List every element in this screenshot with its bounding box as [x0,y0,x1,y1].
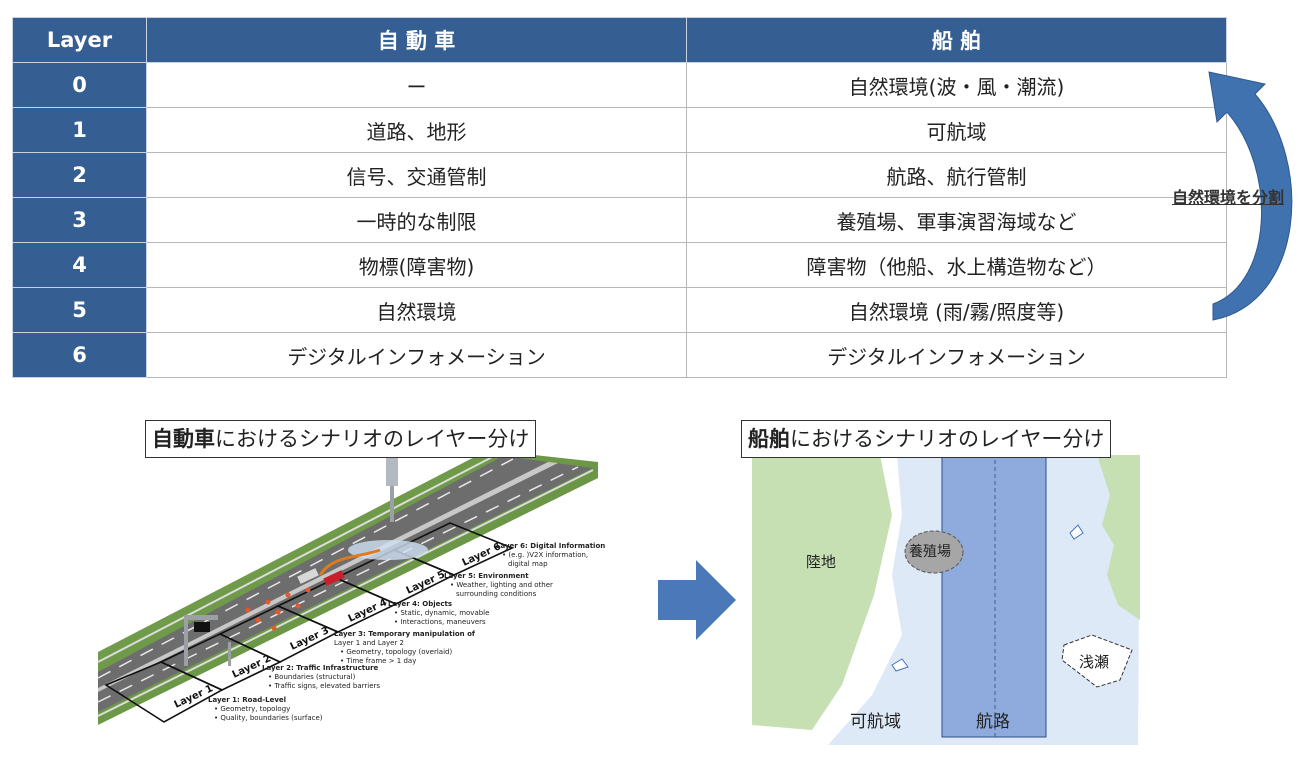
car-cell: 信号、交通管制 [146,152,687,198]
road-note-item: • (e.g. )V2X information, [502,551,588,559]
car-cell: 自然環境 [146,287,687,333]
car-cell: 物標(障害物) [146,242,687,288]
layer-table: Layer 自 動 車 船 舶 0 ー 自然環境(波・風・潮流) 1 道路、地形… [12,17,1227,378]
layer-number: 4 [12,242,147,288]
ship-caption: 船舶におけるシナリオのレイヤー分け [741,420,1112,458]
ship-cell: 自然環境 (雨/霧/照度等) [686,287,1227,333]
road-note-item: • Boundaries (structural) [268,673,356,681]
car-cell: 道路、地形 [146,107,687,153]
road-note-item: • Interactions, maneuvers [394,618,486,626]
road-note-item: • Static, dynamic, movable [394,609,489,617]
road-note-title: Layer 2: Traffic Infrastructure [262,664,379,672]
ship-cell: 航路、航行管制 [686,152,1227,198]
shoal-label: 浅瀬 [1079,653,1109,671]
table-row: 3 一時的な制限 養殖場、軍事演習海域など [12,197,1227,243]
table-row: 2 信号、交通管制 航路、航行管制 [12,152,1227,198]
car-cell: デジタルインフォメーション [146,332,687,378]
road-note-item: • Time frame > 1 day [340,657,416,665]
table-row: 5 自然環境 自然環境 (雨/霧/照度等) [12,287,1227,333]
road-illustration: Layer 1 Layer 2 Layer 3 Layer 4 Layer 5 … [97,450,605,725]
layer-number: 0 [12,62,147,108]
navigable-label: 可航域 [850,712,901,732]
road-note-title: Layer 3: Temporary manipulation of [334,630,476,638]
road-note-item: digital map [508,560,548,568]
car-caption: 自動車におけるシナリオのレイヤー分け [145,420,537,458]
road-note-title: Layer 5: Environment [444,572,529,580]
ship-map: 陸地 養殖場 可航域 航路 浅瀬 [752,454,1140,745]
ship-cell: 養殖場、軍事演習海域など [686,197,1227,243]
ship-cell: 障害物（他船、水上構造物など） [686,242,1227,288]
curved-arrow-icon [1208,71,1293,321]
ship-cell: 可航域 [686,107,1227,153]
header-car: 自 動 車 [146,17,687,63]
road-note-title: Layer 6: Digital Information [496,542,605,550]
land-label: 陸地 [806,553,836,571]
table-header-row: Layer 自 動 車 船 舶 [12,17,1227,63]
layer-number: 3 [12,197,147,243]
road-note-title: Layer 4: Objects [388,600,452,608]
table-row: 1 道路、地形 可航域 [12,107,1227,153]
header-ship: 船 舶 [686,17,1227,63]
ship-cell: デジタルインフォメーション [686,332,1227,378]
layer-number: 5 [12,287,147,333]
road-note-item: • Geometry, topology (overlaid) [340,648,452,656]
road-note-item: • Geometry, topology [214,705,290,713]
layer-number: 2 [12,152,147,198]
road-note-item: • Quality, boundaries (surface) [214,714,323,722]
car-caption-bold: 自動車 [152,427,215,451]
table-row: 0 ー 自然環境(波・風・潮流) [12,62,1227,108]
layer-number: 1 [12,107,147,153]
car-cell: 一時的な制限 [146,197,687,243]
header-layer: Layer [12,17,147,63]
layer-number: 6 [12,332,147,378]
ship-caption-bold: 船舶 [748,427,790,451]
road-note-title: Layer 1: Road-Level [208,696,286,704]
car-caption-rest: におけるシナリオのレイヤー分け [215,427,530,451]
table-row: 4 物標(障害物) 障害物（他船、水上構造物など） [12,242,1227,288]
road-note-title-cont: Layer 1 and Layer 2 [334,639,404,647]
road-note-item: surrounding conditions [456,590,537,598]
farm-label: 養殖場 [909,543,951,560]
ship-caption-rest: におけるシナリオのレイヤー分け [790,427,1105,451]
route-label: 航路 [976,712,1010,732]
ship-cell: 自然環境(波・風・潮流) [686,62,1227,108]
car-cell: ー [146,62,687,108]
road-layer-tag: Layer 5 [405,569,447,597]
table-row: 6 デジタルインフォメーション デジタルインフォメーション [12,332,1227,378]
arrow-label: 自然環境を分割 [1172,188,1285,207]
road-note-item: • Traffic signs, elevated barriers [268,682,380,690]
right-arrow-icon [658,560,736,640]
road-note-item: • Weather, lighting and other [450,581,553,589]
